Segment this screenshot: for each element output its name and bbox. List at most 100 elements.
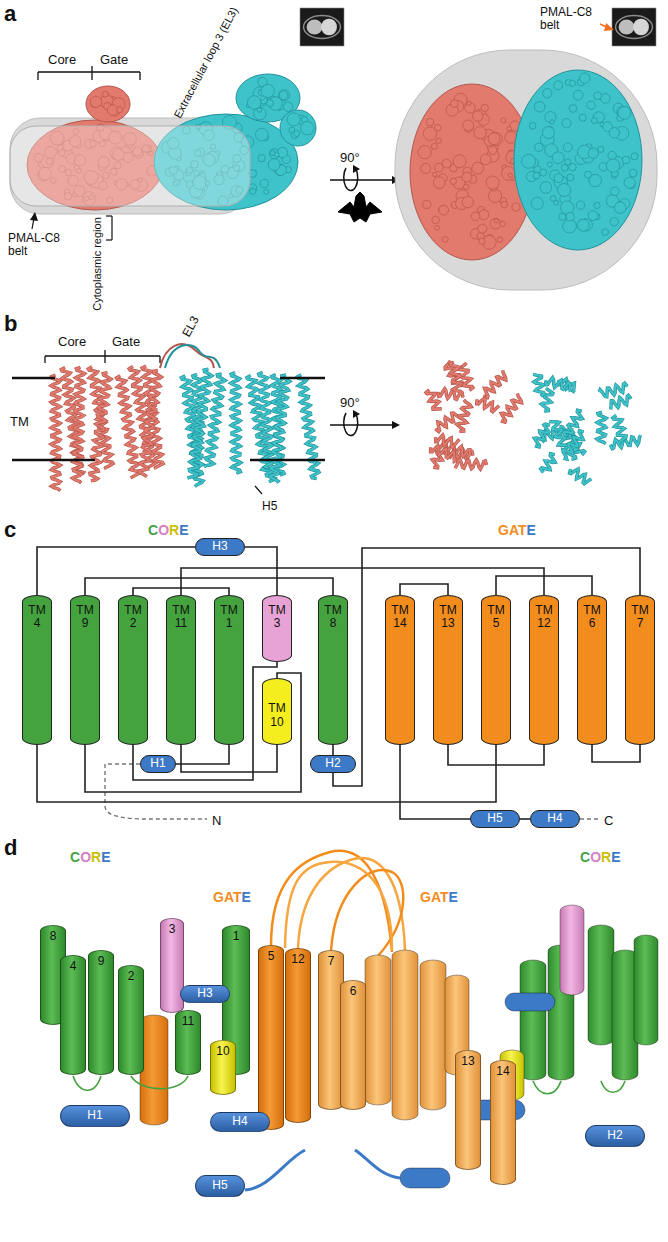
density-map [563, 143, 572, 152]
helix-ribbon [483, 370, 505, 397]
node-text: TM 12 [535, 604, 552, 630]
helix-ribbon [90, 373, 111, 481]
node-text: 5 [268, 950, 275, 963]
density-map [614, 202, 626, 214]
label-box: PMAL-C8 belt [540, 6, 598, 33]
density-map [602, 229, 609, 236]
bracket [44, 356, 45, 363]
helix-ribbon [450, 362, 461, 392]
helix-ribbon [599, 383, 627, 397]
density-map [543, 89, 552, 98]
bracket [139, 72, 140, 80]
helix-ribbon [535, 424, 551, 447]
density-map [86, 86, 130, 122]
leader-arrow [604, 23, 614, 31]
loop-connector [37, 745, 496, 802]
density-map [261, 84, 274, 97]
label-box: d [4, 836, 17, 860]
helix-ribbon [455, 459, 487, 469]
colored-letter: R [169, 522, 179, 538]
node-text: 12 [291, 953, 304, 966]
class-average-inset [616, 16, 653, 39]
density-map [426, 118, 434, 126]
helix-ribbon [549, 421, 568, 449]
loop-ribbon [601, 1081, 625, 1092]
loop-connector [176, 745, 229, 764]
density-map [494, 219, 498, 223]
colored-letter: O [590, 849, 601, 865]
helix-cylinder-3d: 6 [340, 980, 366, 1110]
loop-connector [448, 745, 544, 765]
helix-ribbon [73, 367, 85, 483]
loop-connector [85, 578, 333, 595]
label-box: a [4, 2, 16, 26]
helix-cylinder-3d: 2 [118, 965, 144, 1075]
region-label: EL3 [181, 314, 203, 339]
bracket [106, 239, 112, 240]
colored-letter: T [440, 889, 449, 905]
colored-letter: T [518, 522, 527, 538]
loop-connector [333, 548, 640, 786]
label-box: PMAL-C8 belt [8, 232, 66, 259]
helix-box: H5 [470, 810, 520, 828]
helix-ribbon [613, 415, 626, 442]
helix-ribbon [426, 390, 442, 410]
density-map [450, 178, 456, 184]
rotation-axis [330, 179, 392, 181]
density-map [435, 225, 440, 230]
bracket [38, 71, 140, 72]
density-map [423, 200, 431, 208]
node-text: 9 [98, 955, 105, 968]
density-map [598, 146, 604, 152]
density-map [247, 96, 261, 110]
helix-ribbon [597, 412, 606, 444]
helix-ribbon [455, 459, 487, 469]
helix-cylinder: TM 14 [385, 595, 415, 745]
callout-label: PMAL-C8 belt [8, 232, 66, 258]
density-map [558, 184, 571, 197]
helix-box: H1 [140, 755, 176, 773]
density-map [279, 90, 290, 101]
density-map [264, 189, 269, 194]
colored-letter: E [101, 849, 110, 865]
density-map [489, 189, 502, 202]
helix-cylinder-3d [140, 1015, 168, 1125]
density-map [90, 96, 101, 107]
helix-cylinder: TM 5 [481, 595, 511, 745]
node-text: TM 6 [583, 604, 600, 630]
terminus-label: N [212, 814, 221, 828]
helix-ribbon [426, 390, 442, 410]
node-text: 7 [328, 955, 335, 968]
bracket [45, 355, 160, 356]
leader-arrow [30, 212, 38, 221]
node-text: 13 [461, 1055, 474, 1068]
node-text: TM 14 [391, 604, 408, 630]
node-text: TM 2 [124, 604, 141, 630]
helix-ribbon [549, 421, 568, 449]
panel-letter: b [4, 312, 17, 336]
density-map [490, 218, 501, 229]
domain-label: GATE [420, 890, 458, 905]
node-text: 4 [70, 960, 77, 973]
density-map [117, 107, 123, 113]
label-box: Extracellular loop 3 (EL3) [168, 3, 242, 121]
helix-cylinder-3d: 11 [175, 1010, 201, 1075]
colored-letter: A [431, 889, 440, 905]
helix-ribbon [535, 424, 551, 447]
helix-ribbon [90, 373, 111, 481]
helix-cylinder-3d: 13 [455, 1050, 481, 1170]
helix-box-3d: H2 [585, 1125, 645, 1147]
helix-ribbon [613, 415, 626, 442]
label-box: 90° [340, 148, 360, 166]
colored-letter: E [242, 889, 251, 905]
density-map [573, 90, 583, 100]
rotation-label: 90° [340, 151, 360, 165]
loop-ribbon [355, 1150, 400, 1178]
density-map [472, 162, 484, 174]
helix-cylinder: TM 2 [118, 595, 148, 745]
density-map [609, 128, 619, 138]
node-text: H4 [232, 1115, 247, 1128]
label-box: Gate [100, 50, 128, 68]
label-box: TM [10, 412, 29, 430]
density-map [622, 156, 630, 164]
